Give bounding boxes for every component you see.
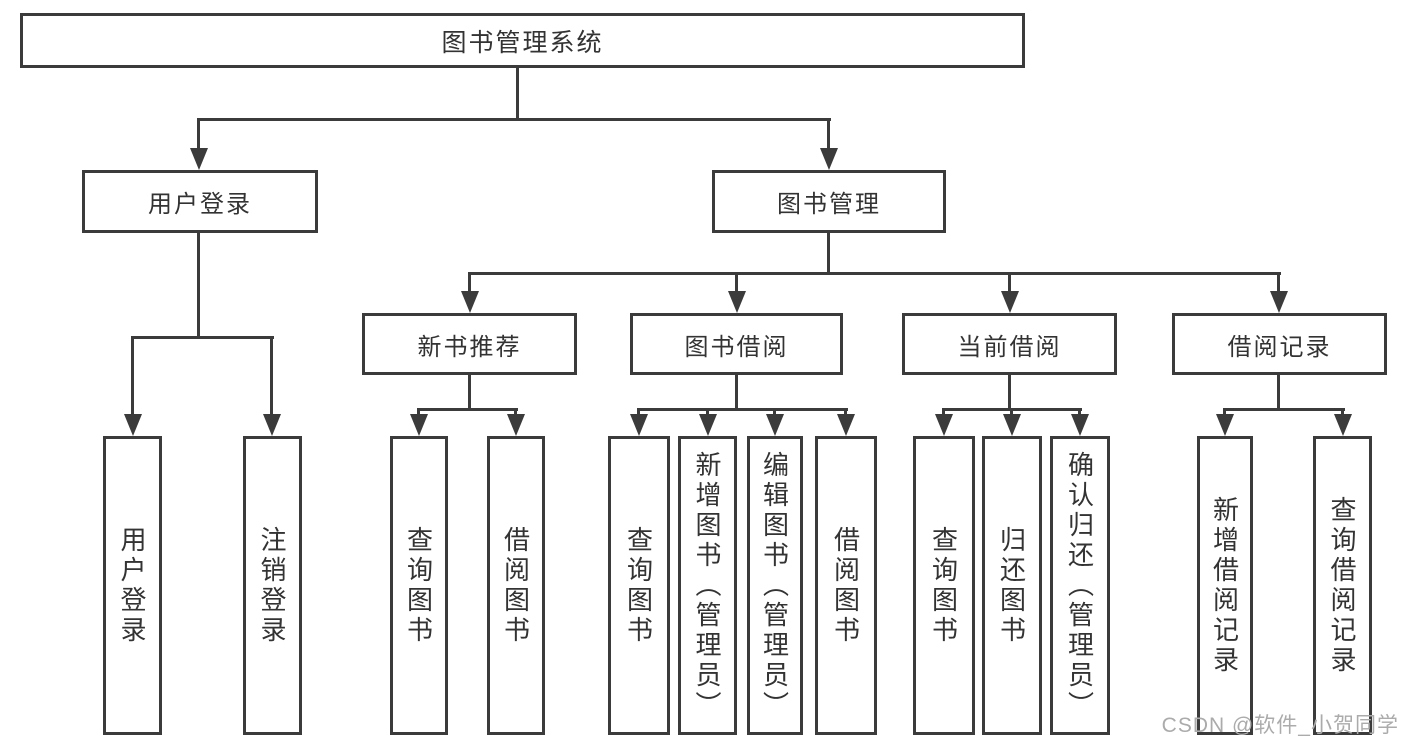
node-confirm-return-admin: 确认归还（管理员）	[1050, 436, 1110, 735]
node-label-add-borrow-record: 新增借阅记录	[1209, 495, 1240, 676]
node-label-current-borrowing: 当前借阅	[957, 333, 1062, 361]
node-user-login-leaf: 用户登录	[103, 436, 162, 735]
arrow-line	[827, 118, 830, 154]
arrow-line	[197, 118, 200, 154]
node-label-borrowing-records: 借阅记录	[1227, 333, 1332, 361]
node-return-books: 归还图书	[982, 436, 1042, 735]
node-logout: 注销登录	[243, 436, 302, 735]
node-label-user-login: 用户登录	[148, 191, 252, 218]
node-edit-books-admin: 编辑图书（管理员）	[747, 436, 803, 735]
node-label-book-management: 图书管理	[777, 191, 881, 218]
arrowhead-down-icon	[699, 414, 717, 436]
connector-line	[516, 68, 519, 121]
node-label-query-books-3: 查询图书	[928, 525, 959, 646]
arrow-line	[735, 272, 738, 297]
arrowhead-down-icon	[728, 291, 746, 313]
arrowhead-down-icon	[766, 414, 784, 436]
connector-line	[197, 118, 831, 121]
node-add-borrow-record: 新增借阅记录	[1197, 436, 1253, 735]
arrowhead-down-icon	[935, 414, 953, 436]
arrow-line	[131, 336, 134, 420]
arrowhead-down-icon	[1334, 414, 1352, 436]
node-query-borrow-record: 查询借阅记录	[1313, 436, 1372, 735]
connector-line	[1223, 408, 1345, 411]
arrowhead-down-icon	[1270, 291, 1288, 313]
arrowhead-down-icon	[630, 414, 648, 436]
node-label-borrow-books-2: 借阅图书	[830, 525, 861, 646]
connector-line	[131, 336, 274, 339]
arrowhead-down-icon	[1216, 414, 1234, 436]
node-label-book-borrowing: 图书借阅	[684, 333, 789, 361]
node-label-confirm-return-admin: 确认归还（管理员）	[1064, 450, 1095, 721]
arrowhead-down-icon	[410, 414, 428, 436]
arrowhead-down-icon	[190, 148, 208, 170]
connector-line	[1008, 375, 1011, 411]
node-label-borrow-books-1: 借阅图书	[500, 525, 531, 646]
node-query-books-3: 查询图书	[913, 436, 975, 735]
node-book-borrowing: 图书借阅	[630, 313, 843, 375]
arrowhead-down-icon	[507, 414, 525, 436]
arrowhead-down-icon	[263, 414, 281, 436]
node-label-library-system: 图书管理系统	[441, 28, 604, 57]
connector-line	[197, 233, 200, 339]
node-current-borrowing: 当前借阅	[902, 313, 1117, 375]
connector-line	[417, 408, 518, 411]
arrowhead-down-icon	[1071, 414, 1089, 436]
node-label-logout: 注销登录	[257, 525, 287, 646]
arrowhead-down-icon	[461, 291, 479, 313]
arrow-line	[1277, 272, 1280, 297]
node-label-query-books-1: 查询图书	[403, 525, 434, 646]
node-query-books-2: 查询图书	[608, 436, 670, 735]
connector-line	[468, 375, 471, 411]
connector-line	[735, 375, 738, 411]
connector-line	[637, 408, 848, 411]
node-library-system: 图书管理系统	[20, 13, 1025, 68]
node-borrow-books-1: 借阅图书	[487, 436, 545, 735]
node-label-edit-books-admin: 编辑图书（管理员）	[759, 450, 790, 721]
node-label-add-books-admin: 新增图书（管理员）	[692, 450, 722, 721]
arrowhead-down-icon	[820, 148, 838, 170]
watermark: CSDN @软件_小贺同学	[1161, 714, 1399, 737]
node-label-return-books: 归还图书	[996, 525, 1027, 646]
connector-line	[827, 233, 830, 275]
arrow-line	[468, 272, 471, 297]
connector-line	[468, 272, 1281, 275]
node-new-book-recommend: 新书推荐	[362, 313, 577, 375]
node-label-query-borrow-record: 查询借阅记录	[1327, 495, 1357, 676]
arrowhead-down-icon	[1003, 414, 1021, 436]
node-label-new-book-recommend: 新书推荐	[417, 333, 522, 361]
node-add-books-admin: 新增图书（管理员）	[678, 436, 737, 735]
node-label-user-login-leaf: 用户登录	[117, 525, 147, 646]
node-book-management: 图书管理	[712, 170, 946, 233]
node-borrow-books-2: 借阅图书	[815, 436, 877, 735]
node-user-login: 用户登录	[82, 170, 318, 233]
arrowhead-down-icon	[1001, 291, 1019, 313]
node-label-query-books-2: 查询图书	[623, 525, 654, 646]
node-borrowing-records: 借阅记录	[1172, 313, 1387, 375]
arrowhead-down-icon	[837, 414, 855, 436]
arrow-line	[1008, 272, 1011, 297]
arrowhead-down-icon	[124, 414, 142, 436]
connector-line	[1277, 375, 1280, 411]
node-query-books-1: 查询图书	[390, 436, 448, 735]
arrow-line	[270, 336, 273, 420]
